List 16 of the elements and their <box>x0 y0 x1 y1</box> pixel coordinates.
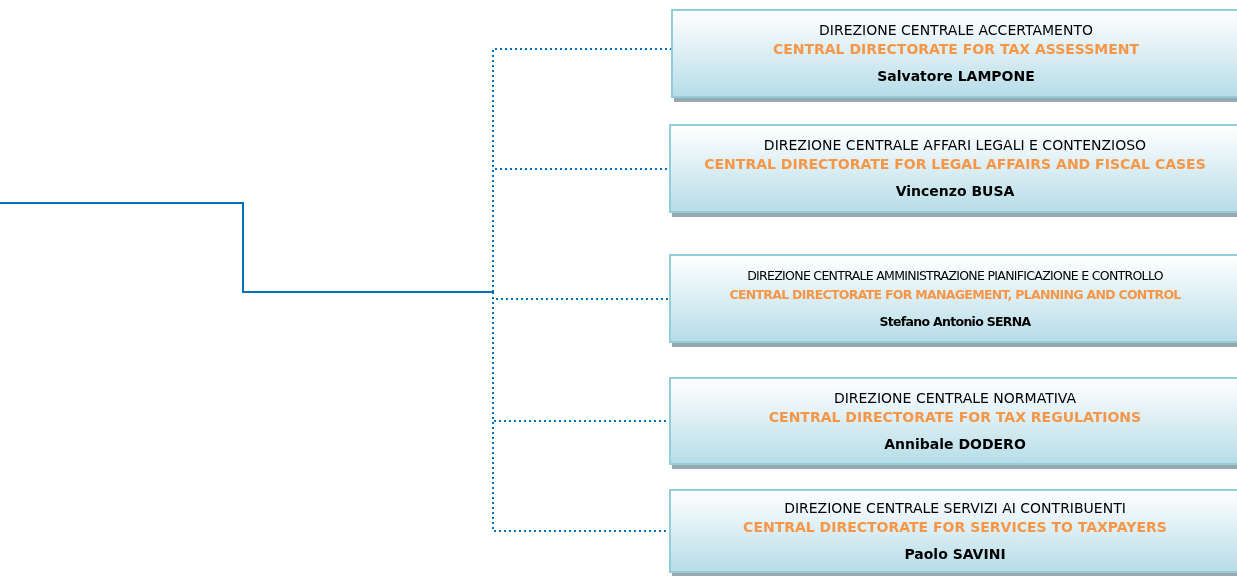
english-title: CENTRAL DIRECTORATE FOR TAX REGULATIONS <box>768 407 1142 427</box>
italian-title: DIREZIONE CENTRALE SERVIZI AI CONTRIBUENTI <box>784 498 1126 518</box>
director-name: Salvatore LAMPONE <box>877 67 1035 86</box>
director-name: Paolo SAVINI <box>904 544 1006 564</box>
italian-title: DIREZIONE CENTRALE AMMINISTRAZIONE PIANIFICAZIONE E CONTROLLO <box>747 267 1163 285</box>
italian-title: DIREZIONE CENTRALE AFFARI LEGALI E CONTENZIOSO <box>763 136 1147 155</box>
directorate-box <box>669 489 1237 573</box>
english-title: CENTRAL DIRECTORATE FOR SERVICES TO TAXPAYERS <box>743 517 1167 537</box>
english-title: CENTRAL DIRECTORATE FOR MANAGEMENT, PLANNING AND CONTROL <box>729 286 1181 304</box>
director-name: Annibale DODERO <box>884 434 1026 454</box>
director-name: Vincenzo BUSA <box>895 182 1015 201</box>
italian-title: DIREZIONE CENTRALE ACCERTAMENTO <box>819 21 1093 40</box>
english-title: CENTRAL DIRECTORATE FOR LEGAL AFFAIRS AND FISCAL CASES <box>704 155 1206 174</box>
director-name: Stefano Antonio SERNA <box>879 313 1031 331</box>
italian-title: DIREZIONE CENTRALE NORMATIVA <box>833 388 1077 408</box>
english-title: CENTRAL DIRECTORATE FOR TAX ASSESSMENT <box>772 40 1140 59</box>
